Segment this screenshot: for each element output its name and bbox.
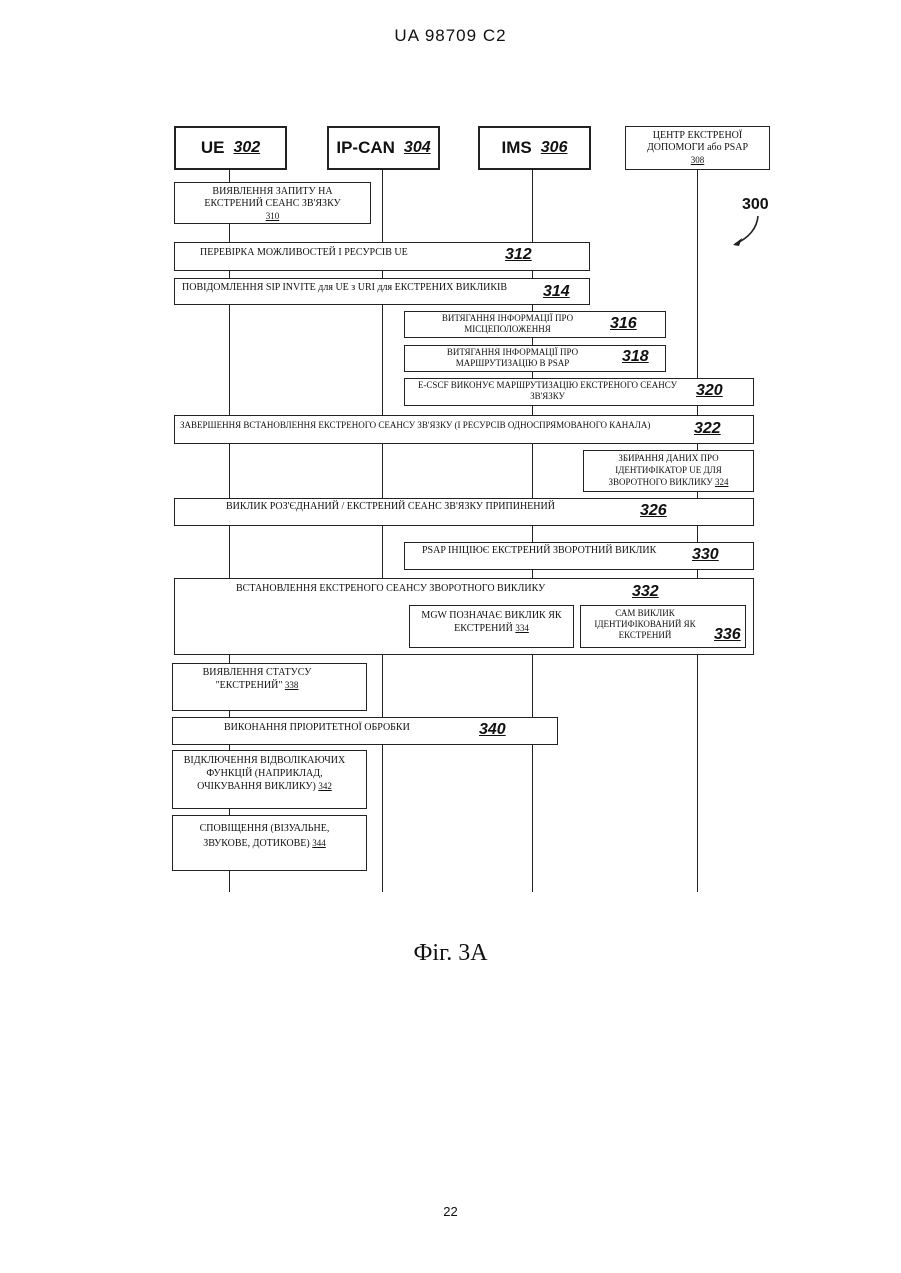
step-338-number: 338 [285,680,299,690]
lifeline-ims [532,168,533,892]
step-312-number: 312 [505,246,532,264]
step-316-number: 316 [610,315,637,333]
entity-psap: ЦЕНТР ЕКСТРЕНОЇ ДОПОМОГИ або PSAP 308 [625,126,770,170]
step-340-label: ВИКОНАННЯ ПРІОРИТЕТНОЇ ОБРОБКИ [224,722,410,734]
entity-number: 302 [233,139,260,157]
step-320-number: 320 [696,382,723,400]
step-340-number: 340 [479,721,506,739]
lifeline-psap [697,168,698,892]
step-336-label: САМ ВИКЛИК ІДЕНТИФІКОВАНИЙ ЯК ЕКСТРЕНИЙ [584,608,706,641]
step-334-label: MGW ПОЗНАЧАЄ ВИКЛИК ЯК ЕКСТРЕНИЙ 334 [409,610,574,635]
step-316-label: ВИТЯГАННЯ ІНФОРМАЦІЇ ПРО МІСЦЕПОЛОЖЕННЯ [425,313,590,335]
step-310-number: 310 [266,211,280,221]
entity-number: 304 [404,139,431,157]
step-326-label: ВИКЛИК РОЗ'ЄДНАНИЙ / ЕКСТРЕНИЙ СЕАНС ЗВ'… [226,501,555,513]
figure-reference-arrow [725,212,765,252]
entity-name: IP-CAN [336,138,395,158]
entity-name: ЦЕНТР ЕКСТРЕНОЇ ДОПОМОГИ або PSAP [647,130,748,153]
entity-name: UE [201,138,225,158]
step-338-label: ВИЯВЛЕННЯ СТАТУСУ "ЕКСТРЕНИЙ" 338 [172,667,342,692]
step-342-label: ВІДКЛЮЧЕННЯ ВІДВОЛІКАЮЧИХ ФУНКЦІЙ (НАПРИ… [172,754,357,793]
entity-ims: IMS 306 [478,126,591,170]
entity-name: IMS [502,138,532,158]
step-324-number: 324 [715,477,729,487]
step-342-number: 342 [318,781,332,791]
step-322-label: ЗАВЕРШЕННЯ ВСТАНОВЛЕННЯ ЕКСТРЕНОГО СЕАНС… [180,419,650,431]
step-332-label: ВСТАНОВЛЕННЯ ЕКСТРЕНОГО СЕАНСУ ЗВОРОТНОГ… [236,583,545,595]
page-number: 22 [0,1204,901,1219]
step-318-label: ВИТЯГАННЯ ІНФОРМАЦІЇ ПРО МАРШРУТИЗАЦІЮ В… [430,347,595,369]
figure-caption: Фіг. 3А [0,940,901,967]
step-326-number: 326 [640,502,667,520]
step-322-number: 322 [694,420,721,438]
step-318-number: 318 [622,348,649,366]
step-310-label: ВИЯВЛЕННЯ ЗАПИТУ НА ЕКСТРЕНИЙ СЕАНС ЗВ'Я… [174,186,371,223]
entity-number: 308 [638,154,758,166]
step-312-label: ПЕРЕВІРКА МОЖЛИВОСТЕЙ І РЕСУРСІВ UE [200,247,408,259]
step-330-label: PSAP ІНІЦІЮЄ ЕКСТРЕНИЙ ЗВОРОТНИЙ ВИКЛИК [422,545,656,557]
step-344-label: СПОВІЩЕННЯ (ВІЗУАЛЬНЕ, ЗВУКОВЕ, ДОТИКОВЕ… [172,822,357,851]
step-336-number: 336 [714,626,741,644]
step-344-number: 344 [312,838,326,848]
entity-number: 306 [541,139,568,157]
step-314-label: ПОВІДОМЛЕННЯ SIP INVITE для UE з URI для… [182,282,507,294]
step-314-number: 314 [543,283,570,301]
step-324-label: ЗБИРАННЯ ДАНИХ ПРО ІДЕНТИФІКАТОР UE ДЛЯ … [583,452,754,488]
step-330-number: 330 [692,546,719,564]
step-334-number: 334 [515,623,529,633]
entity-ue: UE 302 [174,126,287,170]
lifeline-ip-can [382,168,383,892]
document-header: UA 98709 C2 [0,26,901,46]
entity-ip-can: IP-CAN 304 [327,126,440,170]
step-332-number: 332 [632,583,659,601]
step-320-label: E-CSCF ВИКОНУЄ МАРШРУТИЗАЦІЮ ЕКСТРЕНОГО … [410,380,685,402]
